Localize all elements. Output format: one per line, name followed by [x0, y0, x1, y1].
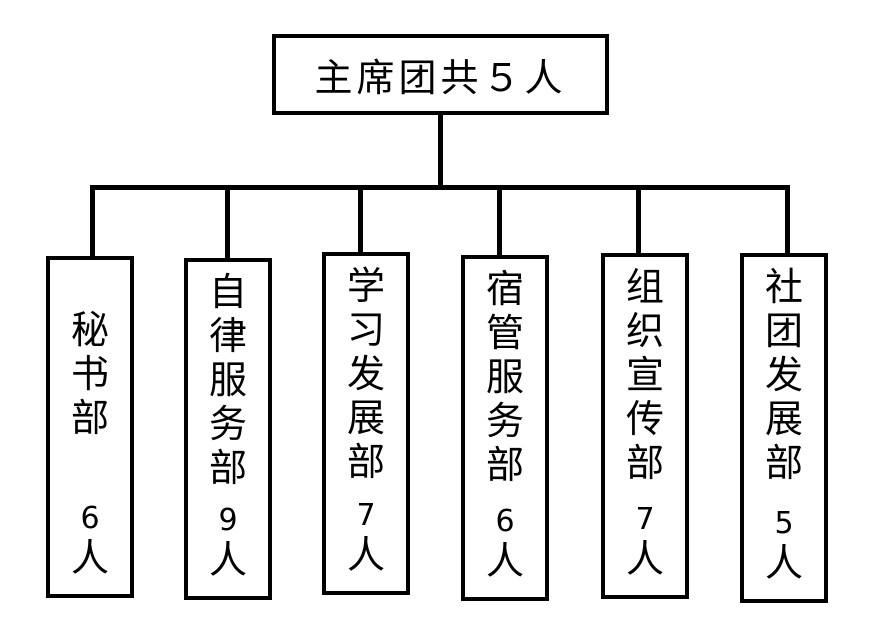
branch-line-4 — [497, 185, 502, 257]
branch-line-2 — [225, 185, 230, 260]
horizontal-connector-line — [90, 185, 790, 190]
department-node-secretariat: 秘书部 6 人 — [46, 256, 134, 598]
root-connector-line — [438, 115, 443, 189]
department-name: 学习发展部 — [346, 264, 385, 484]
branch-line-5 — [636, 185, 641, 255]
department-name: 宿管服务部 — [485, 267, 524, 487]
presidium-label: 主席团共５人 — [314, 56, 567, 100]
department-count: 7 — [356, 498, 376, 533]
branch-line-6 — [785, 185, 790, 255]
department-count: 7 — [635, 502, 655, 537]
department-name: 秘书部 — [70, 308, 109, 440]
department-unit: 人 — [764, 541, 803, 585]
department-unit: 人 — [70, 536, 109, 580]
department-count: 9 — [218, 503, 238, 538]
department-unit: 人 — [208, 538, 247, 582]
branch-line-1 — [90, 185, 95, 258]
department-unit: 人 — [346, 533, 385, 577]
department-node-discipline-service: 自律服务部 9 人 — [184, 258, 272, 600]
department-node-club-development: 社团发展部 5 人 — [740, 253, 828, 603]
department-unit: 人 — [625, 537, 664, 581]
department-unit: 人 — [485, 539, 524, 583]
department-name: 自律服务部 — [208, 270, 247, 490]
department-name: 组织宣传部 — [625, 265, 664, 485]
department-count: 5 — [774, 506, 794, 541]
presidium-node: 主席团共５人 — [272, 34, 609, 115]
department-node-dormitory-service: 宿管服务部 6 人 — [461, 255, 549, 601]
department-count: 6 — [80, 501, 100, 536]
department-name: 社团发展部 — [764, 265, 803, 485]
department-node-organization-publicity: 组织宣传部 7 人 — [601, 253, 689, 599]
department-count: 6 — [495, 504, 515, 539]
branch-line-3 — [358, 185, 363, 254]
department-node-learning-development: 学习发展部 7 人 — [322, 252, 410, 595]
